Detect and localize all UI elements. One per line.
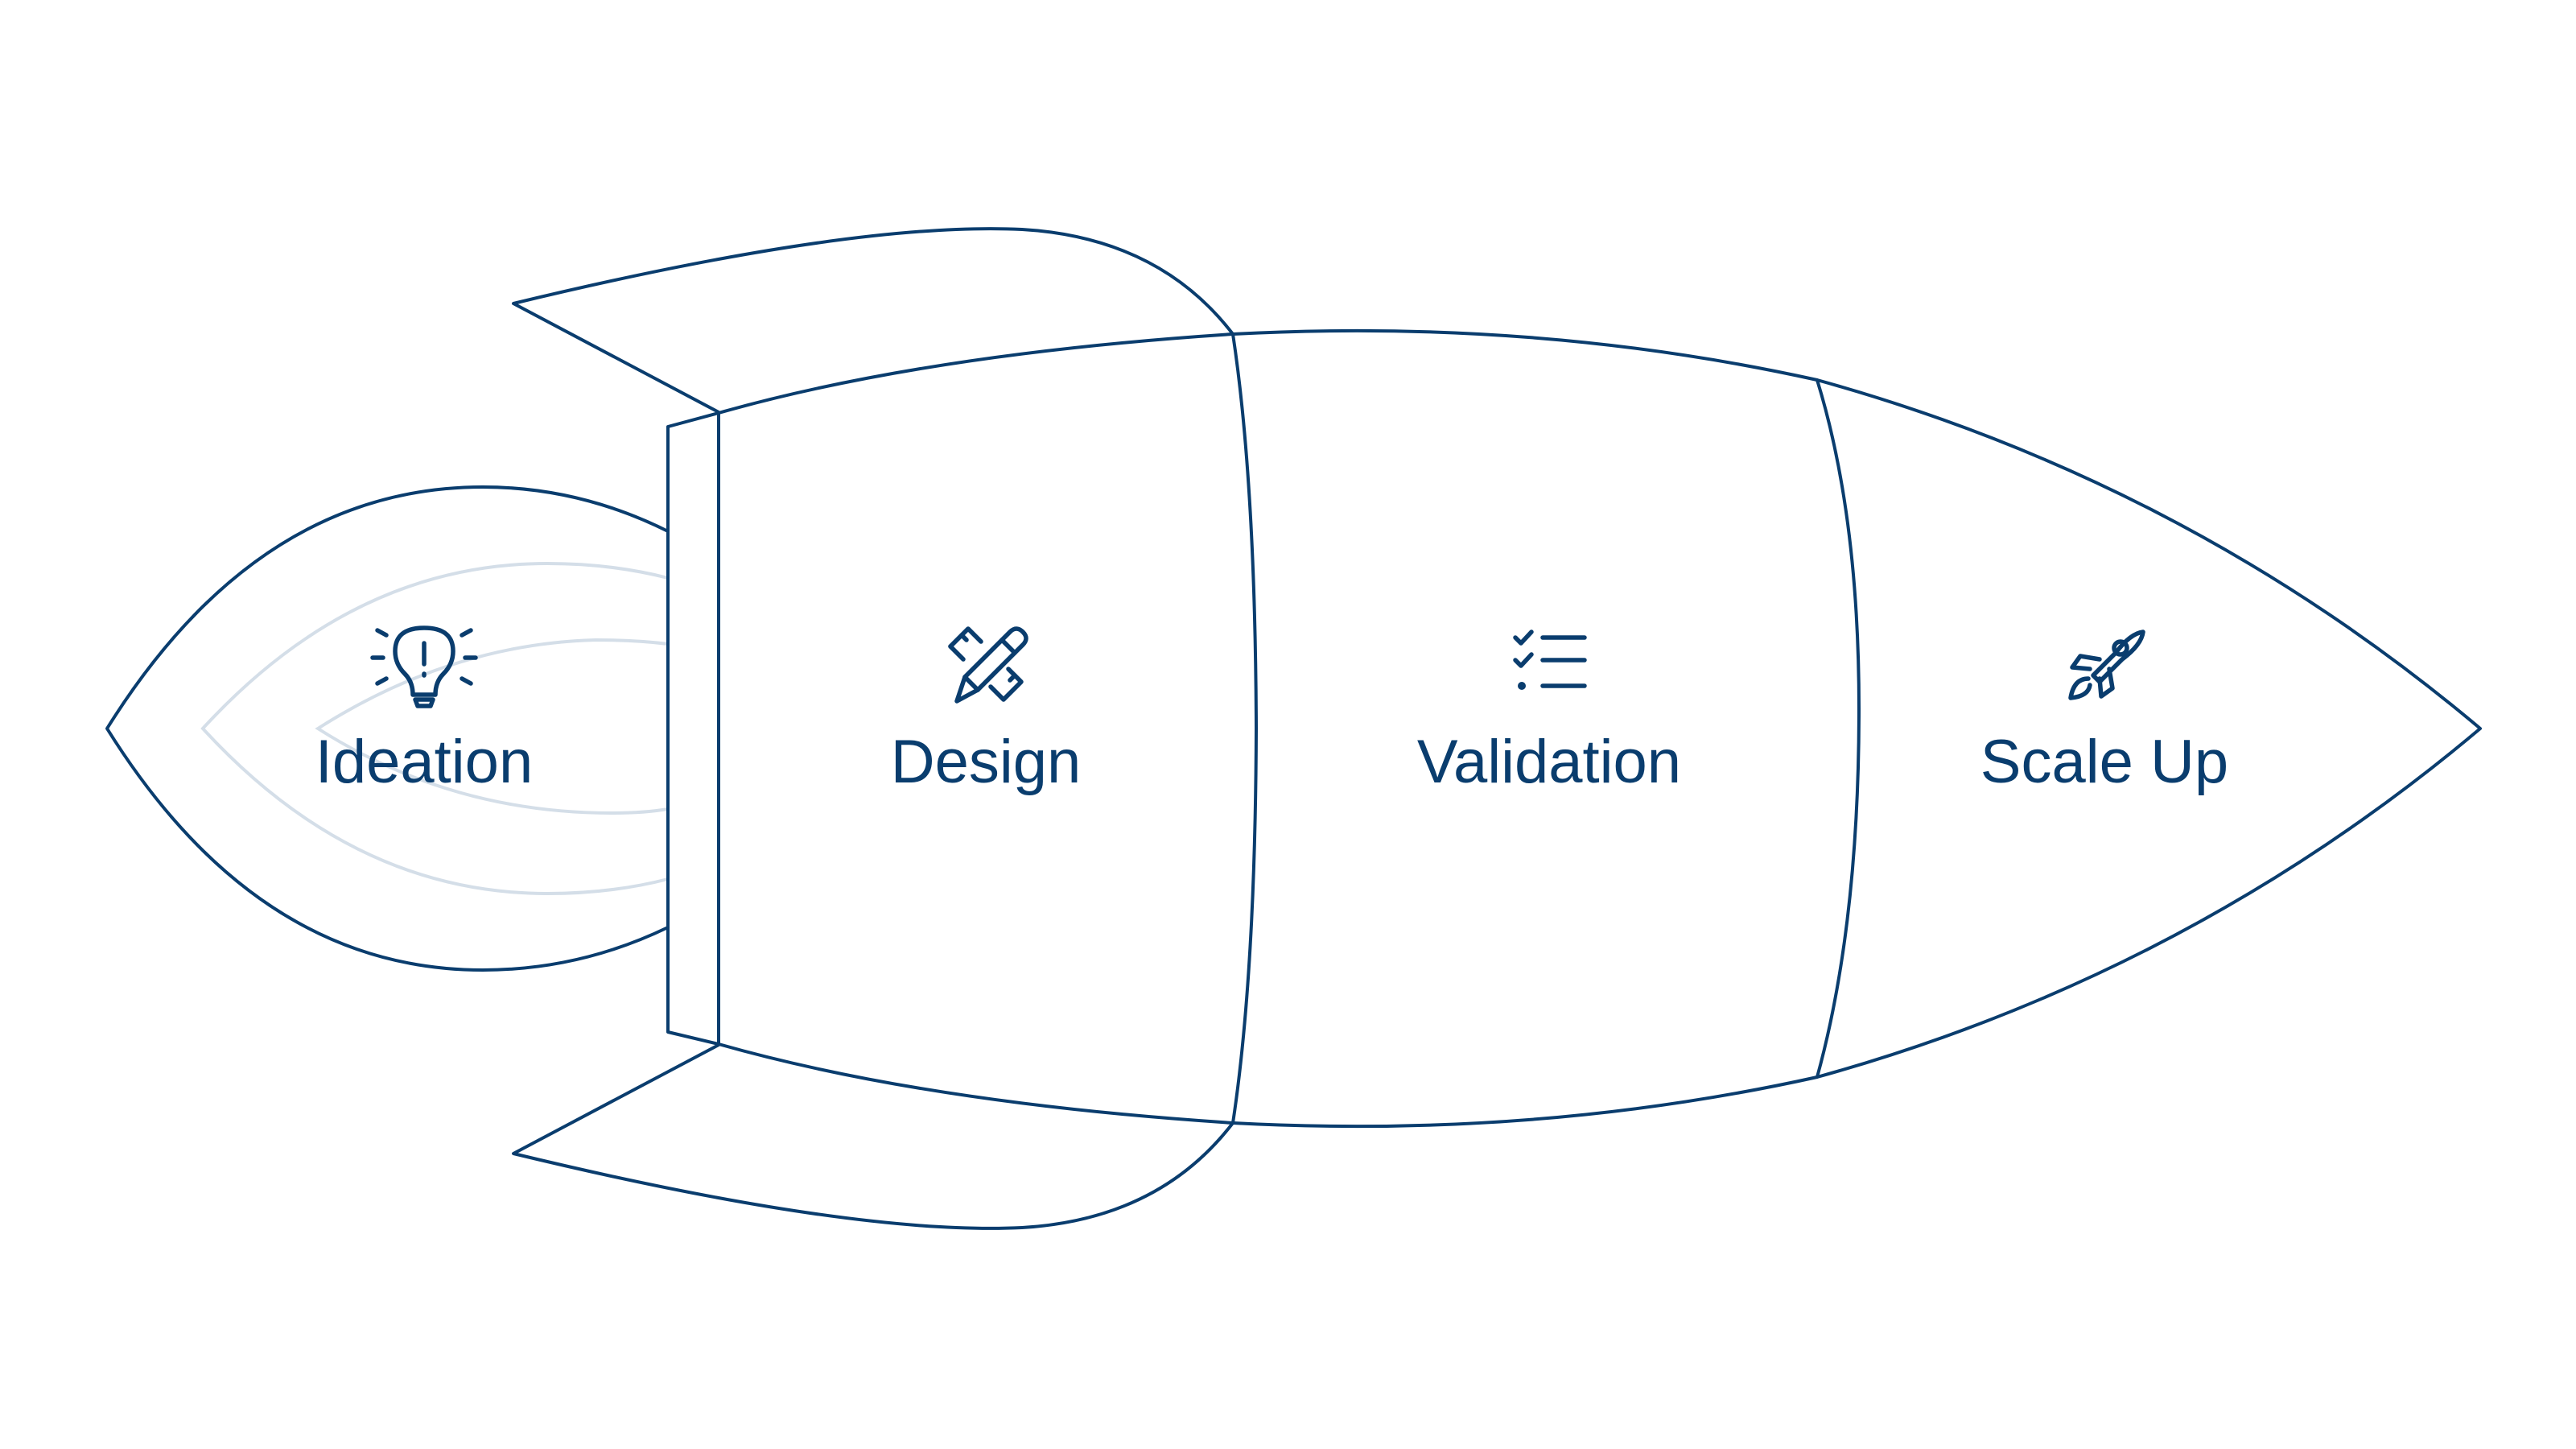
rocket-body <box>717 328 2482 1129</box>
bullet-dot <box>1518 682 1526 690</box>
stage-scale-up: Scale Up <box>1980 630 2228 796</box>
engine-nozzle <box>666 411 720 1046</box>
rocket-icon <box>2068 630 2145 700</box>
flame-outer <box>105 485 670 972</box>
stage-design: Design <box>891 626 1082 796</box>
flame-inner <box>315 638 669 815</box>
stage-ideation: Ideation <box>315 625 533 796</box>
lightbulb-icon <box>370 625 478 708</box>
exhaust-flames <box>105 485 670 972</box>
stage-label-ideation: Ideation <box>315 728 533 796</box>
section-divider-2 <box>1816 378 1861 1079</box>
stage-label-validation: Validation <box>1417 728 1681 796</box>
stage-label-design: Design <box>891 728 1082 796</box>
bottom-fin <box>512 1043 1234 1230</box>
stage-validation: Validation <box>1417 630 1681 796</box>
pencil-ruler-icon <box>948 626 1028 704</box>
checklist-icon <box>1513 630 1587 690</box>
stage-label-scale-up: Scale Up <box>1980 728 2228 796</box>
section-divider-1 <box>1231 332 1258 1125</box>
top-fin <box>512 227 1234 414</box>
flame-middle <box>200 561 669 896</box>
